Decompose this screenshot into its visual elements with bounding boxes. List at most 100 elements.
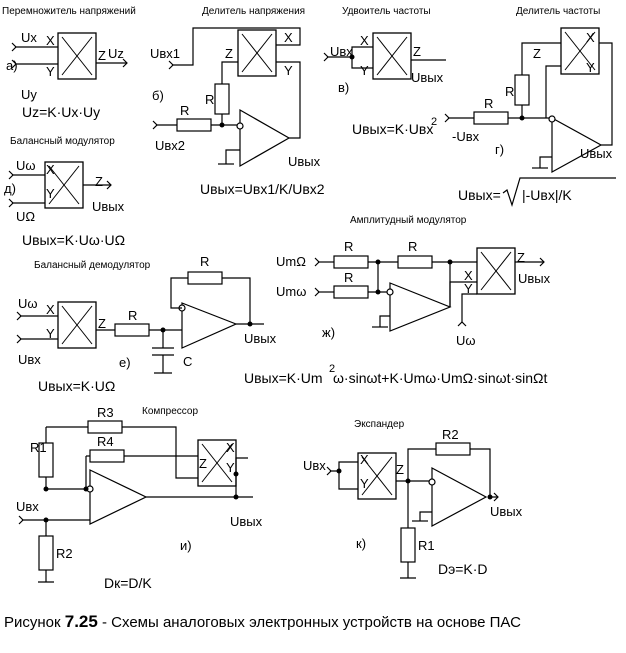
pin-y-i: Y xyxy=(360,476,369,491)
circuit-b xyxy=(152,27,301,168)
signal-uvyx-g: Uвых xyxy=(518,271,551,286)
resistor-label-r2-i: R2 xyxy=(442,427,459,442)
pin-x-i: X xyxy=(360,452,369,467)
pin-z-g: Z xyxy=(517,250,525,265)
signal-uomega-f: Uω xyxy=(18,296,38,311)
multiplier-block-c xyxy=(372,32,412,80)
pin-y-a: Y xyxy=(46,64,55,79)
multiplier-block-a xyxy=(57,32,97,80)
signal-uvyx-c: Uвых xyxy=(411,70,444,85)
signal-uvx1: Uвх1 xyxy=(150,46,180,61)
pin-z-c: Z xyxy=(413,44,421,59)
multiplier-block-g xyxy=(476,247,516,295)
resistor-label-f2: R xyxy=(200,254,209,269)
resistor-label-g3: R xyxy=(408,239,417,254)
signal-uvx-c: Uвх xyxy=(330,44,353,59)
signal-uomega-e: Uω xyxy=(16,158,36,173)
title-e: Балансный модулятор xyxy=(10,136,115,147)
letter-e: д) xyxy=(4,181,16,196)
circuit-h xyxy=(18,420,253,583)
formula-b: Uвых=Uвх1/K/Uвх2 xyxy=(200,181,325,197)
pin-z-f: Z xyxy=(98,316,106,331)
formula-f: Uвых=K·UΩ xyxy=(38,378,115,394)
resistor-label-g1: R xyxy=(344,239,353,254)
resistor-label-r1-h: R1 xyxy=(30,440,47,455)
circuit-i xyxy=(326,442,499,579)
circuit-a xyxy=(11,32,128,80)
pin-x-f: X xyxy=(46,302,55,317)
resistor-label-r2-h: R2 xyxy=(56,546,73,561)
multiplier-block-f xyxy=(57,301,97,349)
pin-x-a: X xyxy=(46,33,55,48)
formula-c: Uвых=K·Uвх xyxy=(352,121,433,137)
letter-b: б) xyxy=(152,88,164,103)
title-d: Делитель частоты xyxy=(516,6,600,17)
signal-uvx-i: Uвх xyxy=(303,458,326,473)
signal-uy: Uy xyxy=(21,87,37,102)
signal-uvx-f: Uвх xyxy=(18,352,41,367)
pin-z-i: Z xyxy=(396,462,404,477)
letter-f: е) xyxy=(119,355,131,370)
resistor-label-g2: R xyxy=(344,270,353,285)
signal-uvyx-h: Uвых xyxy=(230,514,263,529)
formula-c-exponent: 2 xyxy=(431,116,437,128)
title-g: Амплитудный модулятор xyxy=(350,215,467,226)
signal-uOmega-e: UΩ xyxy=(16,209,35,224)
signal-uvyx-b: Uвых xyxy=(288,154,321,169)
circuit-f xyxy=(16,271,264,374)
caption-number: 7.25 xyxy=(64,612,98,631)
pin-z-e: Z xyxy=(95,174,103,189)
pin-z-a: Z xyxy=(98,48,106,63)
pin-y-b: Y xyxy=(284,63,293,78)
title-b: Делитель напряжения xyxy=(202,6,305,17)
signal-ux: Ux xyxy=(21,30,37,45)
figure-caption: Рисунок 7.25 - Схемы аналоговых электрон… xyxy=(4,612,521,632)
pin-y-e: Y xyxy=(46,186,55,201)
caption-text: - Схемы аналоговых электронных устройств… xyxy=(97,614,521,631)
letter-i: к) xyxy=(356,536,366,551)
pin-z-h: Z xyxy=(199,456,207,471)
formula-g-exponent: 2 xyxy=(329,363,335,375)
pin-x-c: X xyxy=(360,33,369,48)
signal-uomega-g: Uω xyxy=(456,333,476,348)
title-i: Экспандер xyxy=(354,419,405,430)
title-c: Удвоитель частоты xyxy=(342,6,431,17)
title-h: Компрессор xyxy=(142,406,198,417)
letter-c: в) xyxy=(338,80,349,95)
signal-neg-uvx: -Uвх xyxy=(452,129,480,144)
pin-z-b: Z xyxy=(225,46,233,61)
pin-x-h: X xyxy=(226,440,235,455)
signal-uvx2: Uвх2 xyxy=(155,138,185,153)
capacitor-label-f: C xyxy=(183,354,192,369)
pin-y-c: Y xyxy=(360,63,369,78)
letter-g: ж) xyxy=(322,325,335,340)
formula-d-left: Uвых= xyxy=(458,187,501,203)
caption-prefix: Рисунок xyxy=(4,614,65,631)
signal-uvyx-e: Uвых xyxy=(92,199,125,214)
sqrt-sign xyxy=(502,177,616,207)
pin-x-g: X xyxy=(464,268,473,283)
pin-y-f: Y xyxy=(46,326,55,341)
pin-z-d: Z xyxy=(533,46,541,61)
multiplier-block-b xyxy=(237,29,277,77)
formula-e: Uвых=K·Uω·UΩ xyxy=(22,232,125,248)
signal-um-omega: Umω xyxy=(276,284,306,299)
circuit-c xyxy=(323,32,446,80)
title-f: Балансный демодулятор xyxy=(34,260,151,271)
letter-d: г) xyxy=(495,142,504,157)
circuit-e xyxy=(8,161,112,209)
pin-y-d: Y xyxy=(586,60,595,75)
signal-uvyx-i: Uвых xyxy=(490,504,523,519)
formula-i: Dэ=K·D xyxy=(438,561,488,577)
pin-x-d: X xyxy=(586,30,595,45)
circuit-d xyxy=(444,27,613,174)
letter-h: и) xyxy=(180,538,192,553)
formula-g-2: ω·sinωt+K·Umω·UmΩ·sinωt·sinΩt xyxy=(333,370,547,386)
resistor-label-r3: R3 xyxy=(97,405,114,420)
signal-uvx-h: Uвх xyxy=(16,499,39,514)
resistor-label-r4: R4 xyxy=(97,434,114,449)
resistor-label-b1: R xyxy=(205,92,214,107)
resistor-label-f1: R xyxy=(128,308,137,323)
resistor-label-d2: R xyxy=(484,96,493,111)
